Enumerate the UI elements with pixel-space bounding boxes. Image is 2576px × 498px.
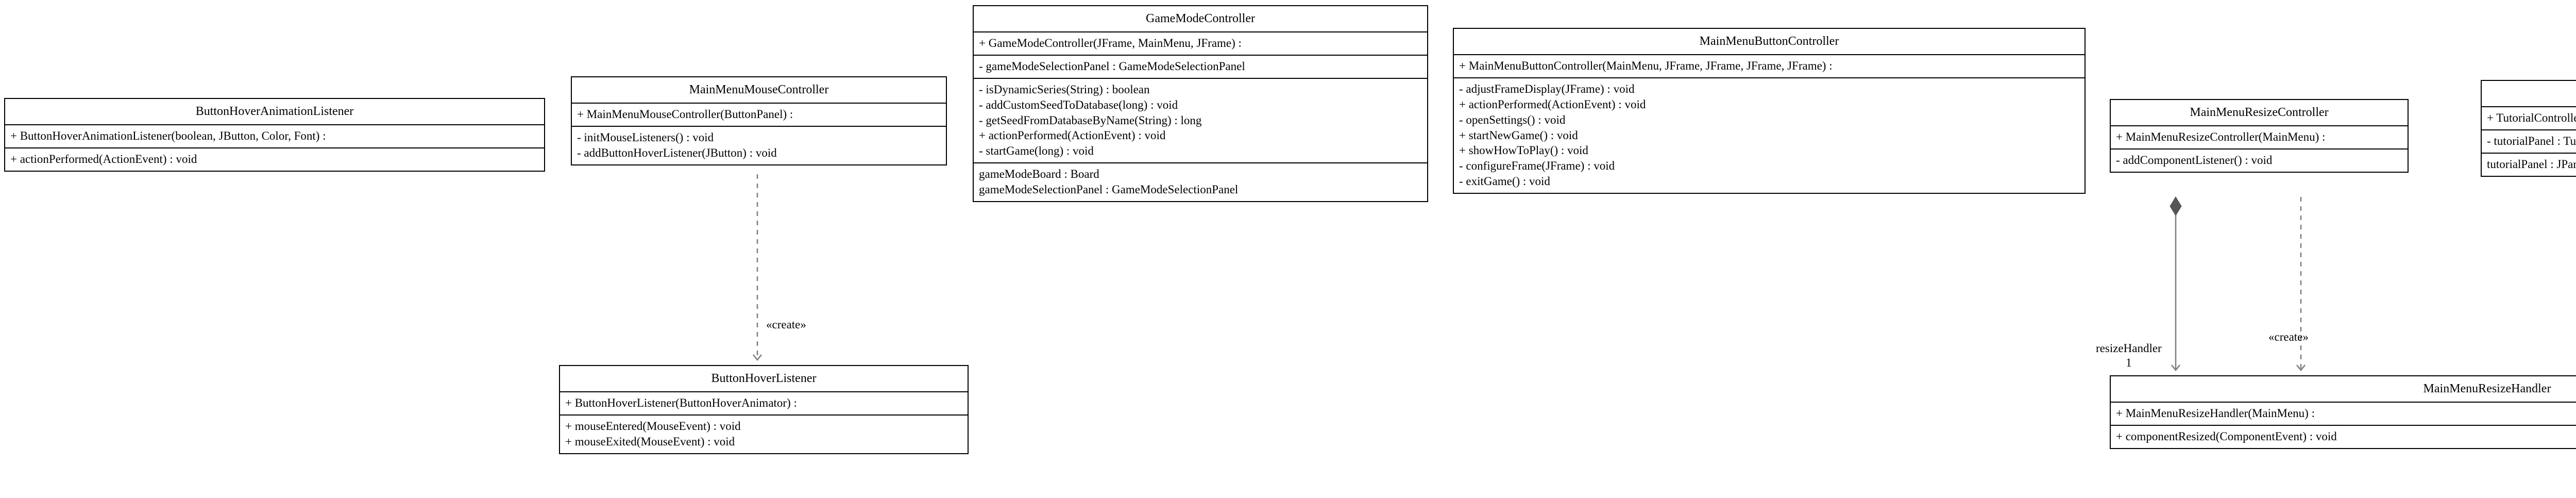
constructor-compartment: + ButtonHoverAnimationListener(boolean, … — [5, 124, 544, 147]
class-member: gameModeSelectionPanel : GameModeSelecti… — [979, 183, 1239, 196]
composition-role-label: resizeHandler 1 — [2096, 341, 2162, 370]
field-compartment: - tutorialPanel : TutorialPanel — [2482, 129, 2576, 153]
class-name-main-menu-mouse-controller: MainMenuMouseController — [689, 83, 829, 96]
class-button-hover-animation-listener[interactable]: ButtonHoverAnimationListener + ButtonHov… — [4, 98, 545, 172]
method-compartment: - addComponentListener() : void — [2111, 148, 2408, 172]
class-name-button-hover-listener: ButtonHoverListener — [711, 372, 817, 385]
constructor-compartment: + MainMenuResizeHandler(MainMenu) : — [2111, 402, 2576, 425]
class-member: - configureFrame(JFrame) : void — [1459, 159, 1615, 173]
class-name-tutorial-controller: TutorialController — [2482, 81, 2576, 106]
composition-multiplicity: 1 — [2126, 356, 2132, 369]
class-name-game-mode-controller: GameModeController — [1146, 12, 1255, 25]
class-member: + ButtonHoverAnimationListener(boolean, … — [10, 129, 326, 142]
class-main-menu-button-controller[interactable]: MainMenuButtonController + MainMenuButto… — [1453, 28, 2086, 194]
method-compartment: - isDynamicSeries(String) : boolean - ad… — [974, 77, 1427, 162]
class-game-mode-controller[interactable]: GameModeController + GameModeController(… — [973, 5, 1428, 203]
class-member: + startNewGame() : void — [1459, 128, 1578, 142]
constructor-compartment: + MainMenuButtonController(MainMenu, JFr… — [1454, 54, 2084, 77]
class-member: + GameModeController(JFrame, MainMenu, J… — [979, 37, 1242, 49]
constructor-compartment: + MainMenuResizeController(MainMenu) : — [2111, 125, 2408, 148]
class-main-menu-resize-handler[interactable]: MainMenuResizeHandler + MainMenuResizeHa… — [2110, 375, 2576, 449]
class-button-hover-listener[interactable]: ButtonHoverListener + ButtonHoverListene… — [559, 365, 969, 454]
composition-resize-handler — [2170, 196, 2182, 370]
constructor-compartment: + MainMenuMouseController(ButtonPanel) : — [572, 103, 946, 126]
class-tutorial-controller[interactable]: TutorialController + TutorialController(… — [2481, 80, 2576, 177]
class-member: - isDynamicSeries(String) : boolean — [979, 82, 1150, 96]
association-compartment: gameModeBoard : Board gameModeSelectionP… — [974, 162, 1427, 201]
class-member: + MainMenuMouseController(ButtonPanel) : — [577, 108, 793, 121]
class-member: - addComponentListener() : void — [2116, 153, 2273, 167]
method-compartment: + actionPerformed(ActionEvent) : void — [5, 147, 544, 171]
class-member: - getSeedFromDatabaseByName(String) : lo… — [979, 113, 1202, 127]
dependency-create-label-button-hover-listener: «create» — [766, 318, 806, 331]
class-member: + actionPerformed(ActionEvent) : void — [10, 152, 197, 165]
class-main-menu-resize-controller[interactable]: MainMenuResizeController + MainMenuResiz… — [2110, 99, 2409, 173]
class-member: - addButtonHoverListener(JButton) : void — [577, 146, 777, 159]
class-member: + actionPerformed(ActionEvent) : void — [979, 129, 1166, 142]
class-member: tutorialPanel : JPanel — [2487, 157, 2576, 171]
field-compartment: - gameModeSelectionPanel : GameModeSelec… — [974, 54, 1427, 78]
dependency-create-label-resize-handler: «create» — [2268, 330, 2309, 343]
class-name-button-hover-animation-listener: ButtonHoverAnimationListener — [195, 105, 354, 118]
class-member: + ButtonHoverListener(ButtonHoverAnimato… — [565, 396, 797, 409]
class-member: + componentResized(ComponentEvent) : voi… — [2116, 429, 2337, 443]
class-member: + TutorialController(MainMenu, JFrame) : — [2487, 111, 2576, 124]
class-member: - addCustomSeedToDatabase(long) : void — [979, 98, 1178, 111]
class-member: + showHowToPlay() : void — [1459, 144, 1588, 157]
class-name-main-menu-resize-handler: MainMenuResizeHandler — [2423, 382, 2551, 395]
association-compartment: tutorialPanel : JPanel — [2482, 152, 2576, 176]
class-member: - initMouseListeners() : void — [577, 130, 714, 144]
composition-role-name: resizeHandler — [2096, 342, 2162, 355]
class-member: - tutorialPanel : TutorialPanel — [2487, 134, 2576, 147]
class-member: - exitGame() : void — [1459, 175, 1550, 188]
constructor-compartment: + ButtonHoverListener(ButtonHoverAnimato… — [560, 391, 968, 414]
class-member: - gameModeSelectionPanel : GameModeSelec… — [979, 59, 1245, 73]
class-member: gameModeBoard : Board — [979, 168, 1099, 181]
class-main-menu-mouse-controller[interactable]: MainMenuMouseController + MainMenuMouseC… — [571, 76, 947, 165]
class-member: + mouseEntered(MouseEvent) : void — [565, 419, 741, 433]
class-member: - adjustFrameDisplay(JFrame) : void — [1459, 82, 1635, 95]
class-member: + actionPerformed(ActionEvent) : void — [1459, 97, 1646, 111]
class-name-main-menu-resize-controller: MainMenuResizeController — [2190, 106, 2329, 119]
constructor-compartment: + GameModeController(JFrame, MainMenu, J… — [974, 31, 1427, 55]
class-member: + mouseExited(MouseEvent) : void — [565, 435, 735, 448]
method-compartment: - adjustFrameDisplay(JFrame) : void + ac… — [1454, 77, 2084, 193]
class-member: + MainMenuResizeHandler(MainMenu) : — [2116, 407, 2315, 420]
method-compartment: + mouseEntered(MouseEvent) : void + mous… — [560, 414, 968, 453]
class-name-main-menu-button-controller: MainMenuButtonController — [1699, 35, 1839, 48]
class-member: + MainMenuResizeController(MainMenu) : — [2116, 130, 2326, 143]
class-member: + MainMenuButtonController(MainMenu, JFr… — [1459, 59, 1833, 72]
method-compartment: - initMouseListeners() : void - addButto… — [572, 125, 946, 164]
class-member: - startGame(long) : void — [979, 144, 1094, 158]
class-member: - openSettings() : void — [1459, 113, 1566, 126]
method-compartment: + componentResized(ComponentEvent) : voi… — [2111, 424, 2576, 448]
constructor-compartment: + TutorialController(MainMenu, JFrame) : — [2482, 106, 2576, 129]
